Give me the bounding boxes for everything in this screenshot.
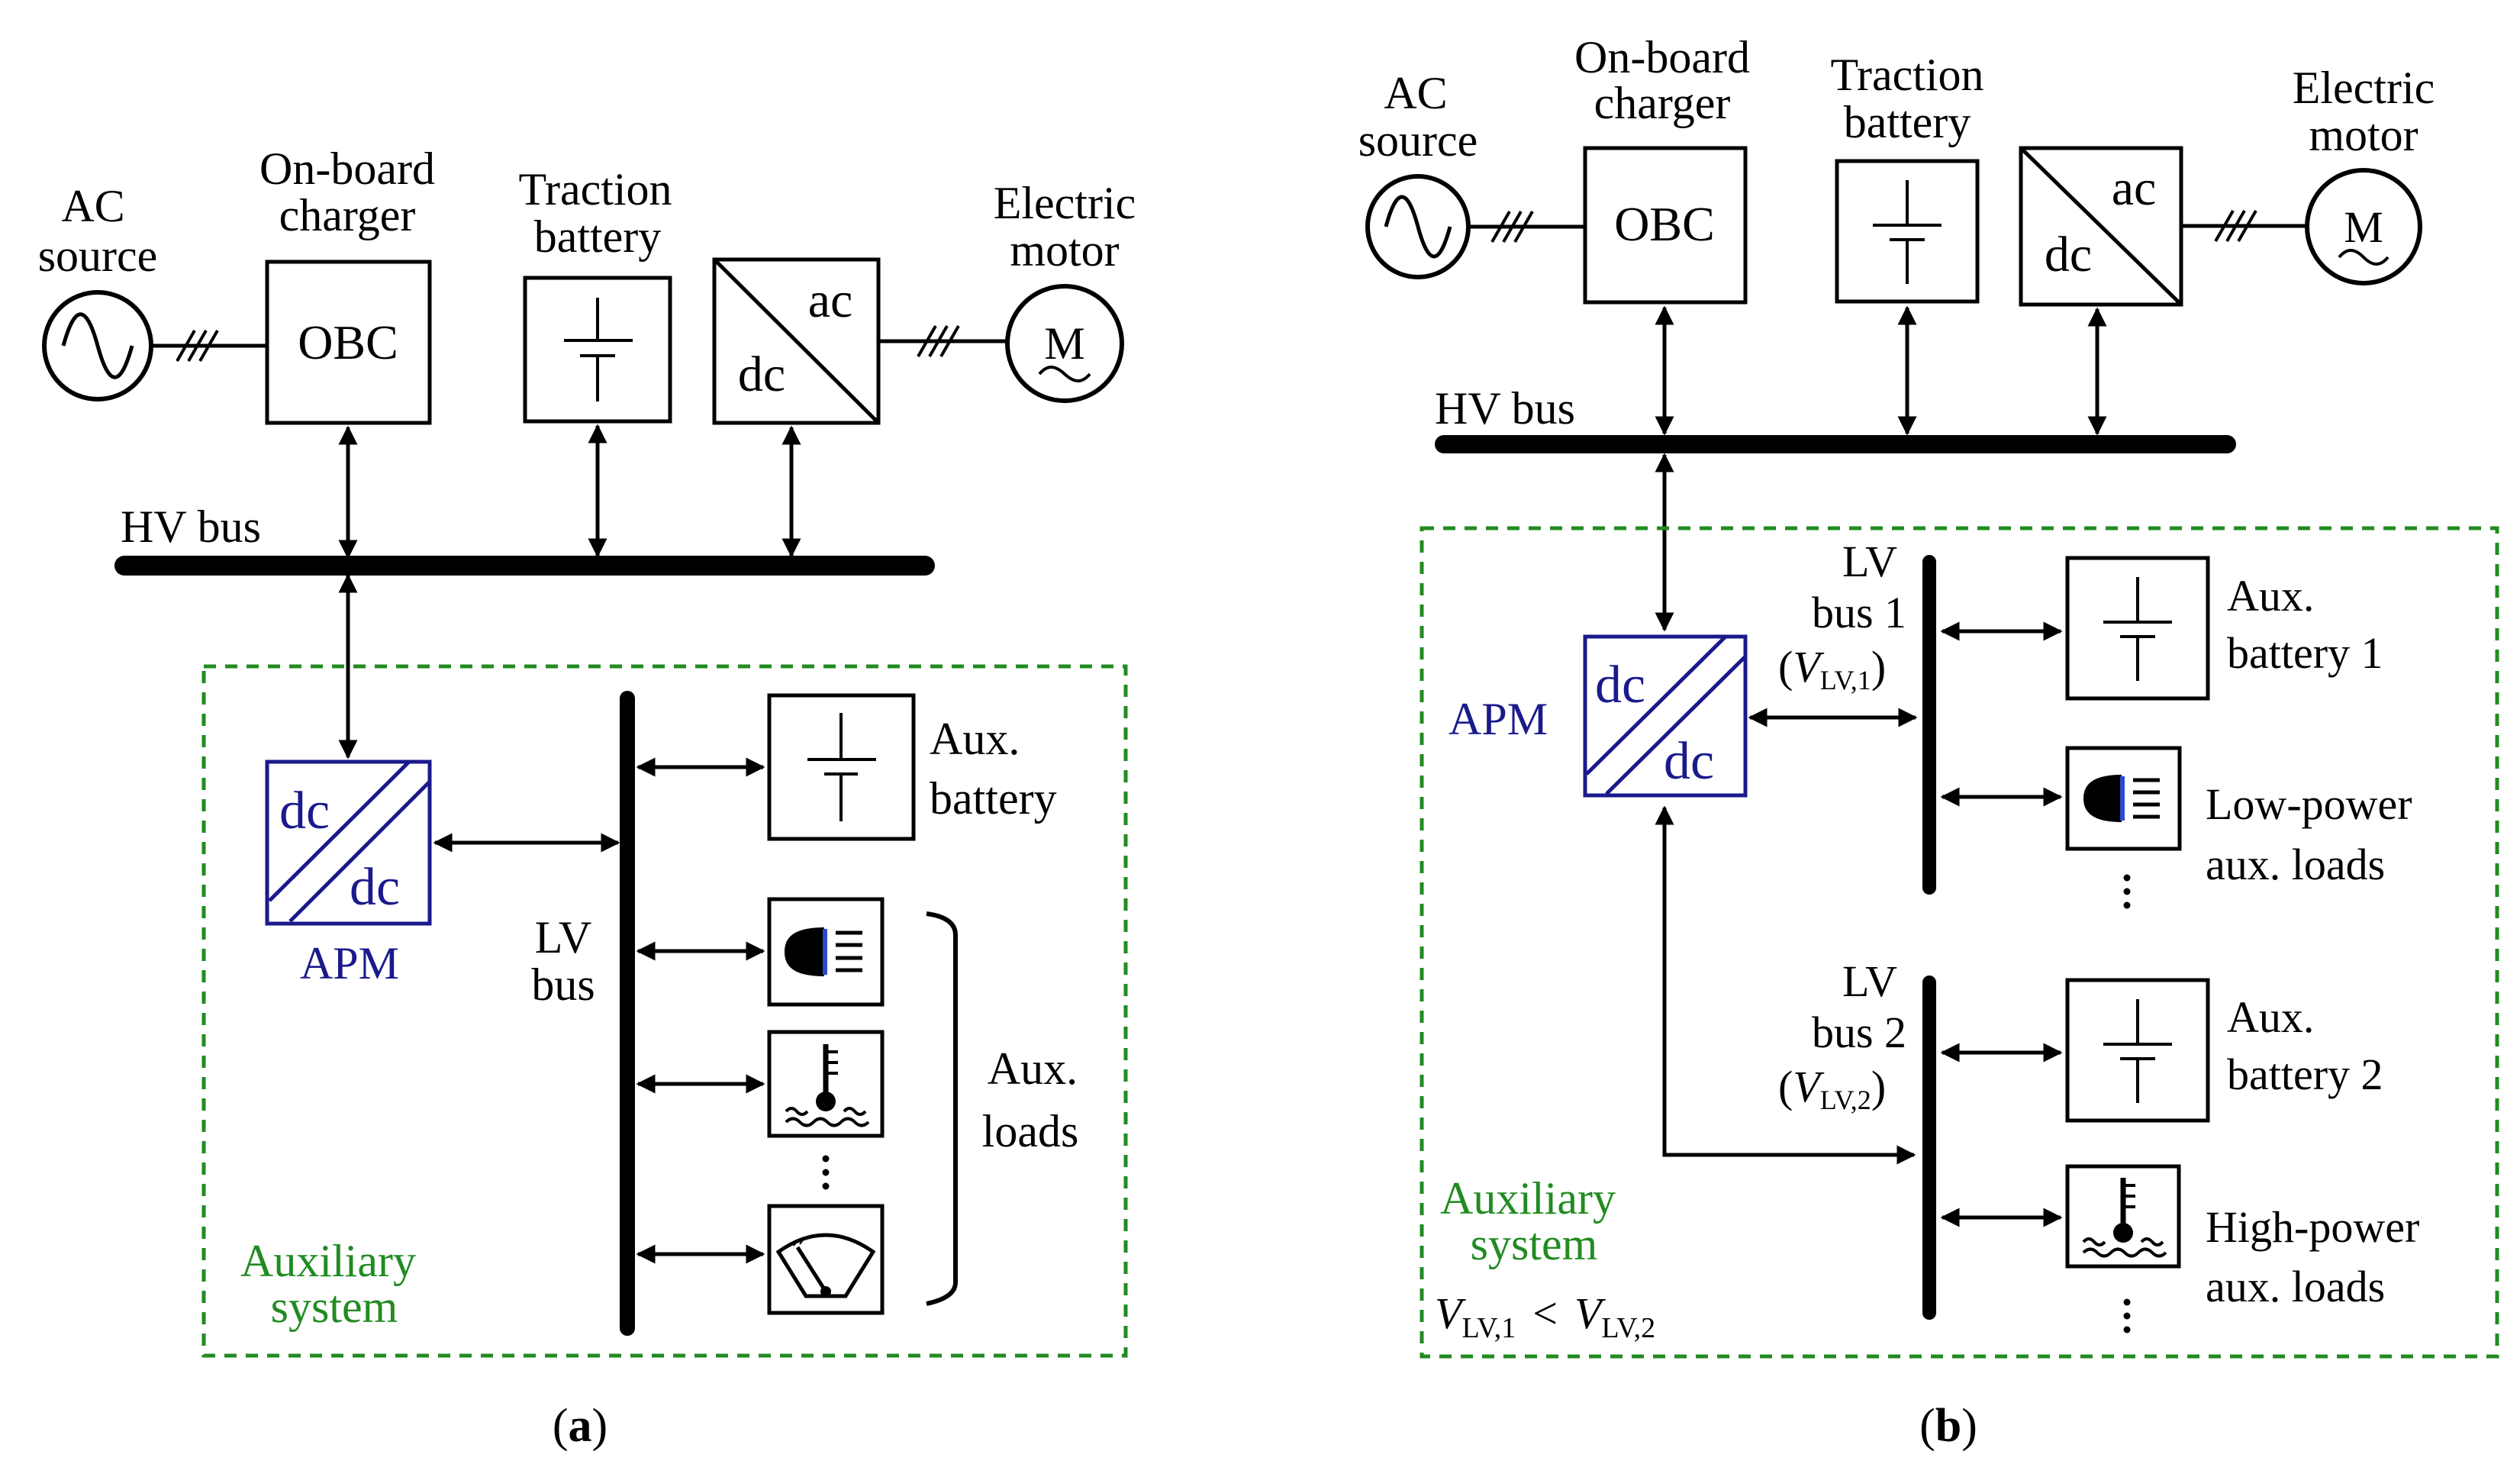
motor-title-a-2: motor	[1010, 225, 1119, 276]
headlight-icon-a	[785, 927, 862, 976]
ac-source-label-b-2: source	[1358, 115, 1478, 166]
aux-battery1-icon-b	[2103, 577, 2172, 681]
obc-title-a-2: charger	[279, 190, 416, 240]
headlight-icon-b	[2083, 775, 2160, 822]
aux-battery-icon-a	[807, 713, 876, 821]
wiper-icon-a	[775, 1233, 876, 1298]
motor-title-a-1: Electric	[994, 178, 1136, 228]
caption-a: (a)	[553, 1400, 607, 1452]
aux-loads-label-a-2: loads	[982, 1106, 1079, 1156]
three-phase-mark-a1	[176, 330, 219, 362]
aux-battery2-label-b-2: battery 2	[2227, 1050, 2383, 1099]
obc-title-a-1: On-board	[259, 144, 435, 194]
lv-bus2-label-b-1: LV	[1842, 956, 1897, 1006]
obc-title-b-2: charger	[1594, 78, 1731, 128]
aux-battery-label-a-2: battery	[930, 773, 1057, 824]
battery-icon-b	[1873, 180, 1942, 284]
traction-title-b-2: battery	[1844, 97, 1971, 147]
three-phase-mark-b1	[1490, 211, 1534, 243]
apm-dc-in-b: dc	[1595, 656, 1645, 714]
motor-title-b-2: motor	[2309, 110, 2418, 160]
inverter-ac-a: ac	[808, 273, 853, 328]
obc-title-b-1: On-board	[1574, 32, 1750, 82]
battery-icon-a	[564, 298, 633, 401]
aux-system-label-a-1: Auxiliary	[240, 1236, 416, 1286]
obc-box-b	[1583, 146, 1748, 305]
aux-battery1-label-b-2: battery 1	[2227, 628, 2383, 678]
load-ellipsis-a	[822, 1155, 830, 1190]
aux-loads-label-a-1: Aux.	[988, 1043, 1078, 1094]
hv-bus-label-b: HV bus	[1435, 383, 1575, 434]
aux-system-frame-a	[201, 664, 1128, 1358]
lv-bus-label-a-2: bus	[531, 959, 595, 1010]
v-lv2-label-b: (VLV,2)	[1778, 1062, 1886, 1115]
motor-title-b-1: Electric	[2293, 63, 2435, 113]
ac-source-a: AC source	[38, 181, 267, 401]
inverter-dc-a: dc	[738, 347, 785, 402]
motor-tilde-icon-b	[2338, 249, 2389, 266]
lv-bus-label-a-1: LV	[535, 912, 591, 963]
aux-battery1-label-b-1: Aux.	[2227, 571, 2314, 621]
apm-label-a: APM	[300, 938, 399, 988]
sine-wave-icon-a	[61, 312, 134, 379]
lv-bus2-label-b-2: bus 2	[1812, 1008, 1906, 1057]
thermometer-icon-b	[2082, 1178, 2167, 1258]
three-phase-mark-a2	[917, 325, 960, 357]
sine-wave-icon-b	[1384, 195, 1452, 259]
low-power-label-b-1: Low-power	[2206, 779, 2412, 829]
thermometer-icon-a	[785, 1044, 870, 1127]
high-power-label-b-2: aux. loads	[2206, 1262, 2385, 1311]
high-power-label-b-1: High-power	[2206, 1202, 2419, 1252]
hv-bus-label-a: HV bus	[121, 501, 261, 552]
lv-bus1-label-b-2: bus 1	[1812, 588, 1906, 637]
ac-source-label-a-1: AC	[61, 181, 124, 231]
obc-box-a	[265, 260, 432, 425]
motor-tilde-icon-a	[1038, 366, 1091, 382]
inverter-dc-b: dc	[2045, 227, 2092, 282]
traction-title-a-1: Traction	[518, 164, 672, 214]
apm-lv2-arrow-b	[1655, 805, 1916, 1165]
high-power-ellipsis-b	[2123, 1298, 2131, 1333]
obc-label-b: OBC	[1614, 197, 1715, 251]
aux-system-frame-b	[1420, 526, 2499, 1359]
low-power-label-b-2: aux. loads	[2206, 840, 2385, 889]
low-power-ellipsis-b	[2123, 874, 2131, 909]
panel-b: AC source On-board charger OBC Traction …	[1358, 32, 2499, 1452]
apm-dc-out-b: dc	[1664, 732, 1714, 791]
motor-icon-a	[1005, 284, 1124, 403]
loads-bracket-a	[926, 911, 958, 1306]
motor-label-a: M	[1044, 318, 1084, 369]
obc-label-a: OBC	[298, 315, 398, 369]
lv-inequality-b: VLV,1<VLV,2	[1435, 1288, 1655, 1344]
motor-label-b: M	[2344, 202, 2383, 252]
aux-system-label-a-2: system	[271, 1282, 398, 1332]
aux-battery2-icon-b	[2103, 999, 2172, 1103]
aux-battery-label-a-1: Aux.	[930, 714, 1020, 764]
v-lv1-label-b: (VLV,1)	[1778, 642, 1886, 695]
inverter-ac-b: ac	[2112, 160, 2157, 216]
ac-source-label-a-2: source	[38, 231, 158, 281]
apm-dc-out-a: dc	[350, 858, 400, 917]
apm-label-b: APM	[1449, 694, 1548, 744]
ac-source-label-b-1: AC	[1384, 68, 1447, 118]
aux-system-label-b-1: Auxiliary	[1440, 1173, 1616, 1224]
aux-system-label-b-2: system	[1471, 1219, 1598, 1269]
traction-title-b-1: Traction	[1830, 50, 1983, 100]
motor-icon-b	[2305, 168, 2422, 285]
apm-box-a	[265, 759, 432, 926]
apm-dc-in-a: dc	[279, 782, 330, 840]
apm-box-b	[1583, 634, 1748, 798]
lv-bus1-label-b-1: LV	[1842, 537, 1897, 586]
three-phase-mark-b2	[2214, 210, 2257, 242]
traction-title-a-2: battery	[534, 211, 662, 262]
caption-b: (b)	[1919, 1400, 1977, 1452]
panel-a: AC source On-board charger OBC Traction …	[38, 144, 1136, 1452]
aux-battery2-label-b-1: Aux.	[2227, 992, 2314, 1042]
